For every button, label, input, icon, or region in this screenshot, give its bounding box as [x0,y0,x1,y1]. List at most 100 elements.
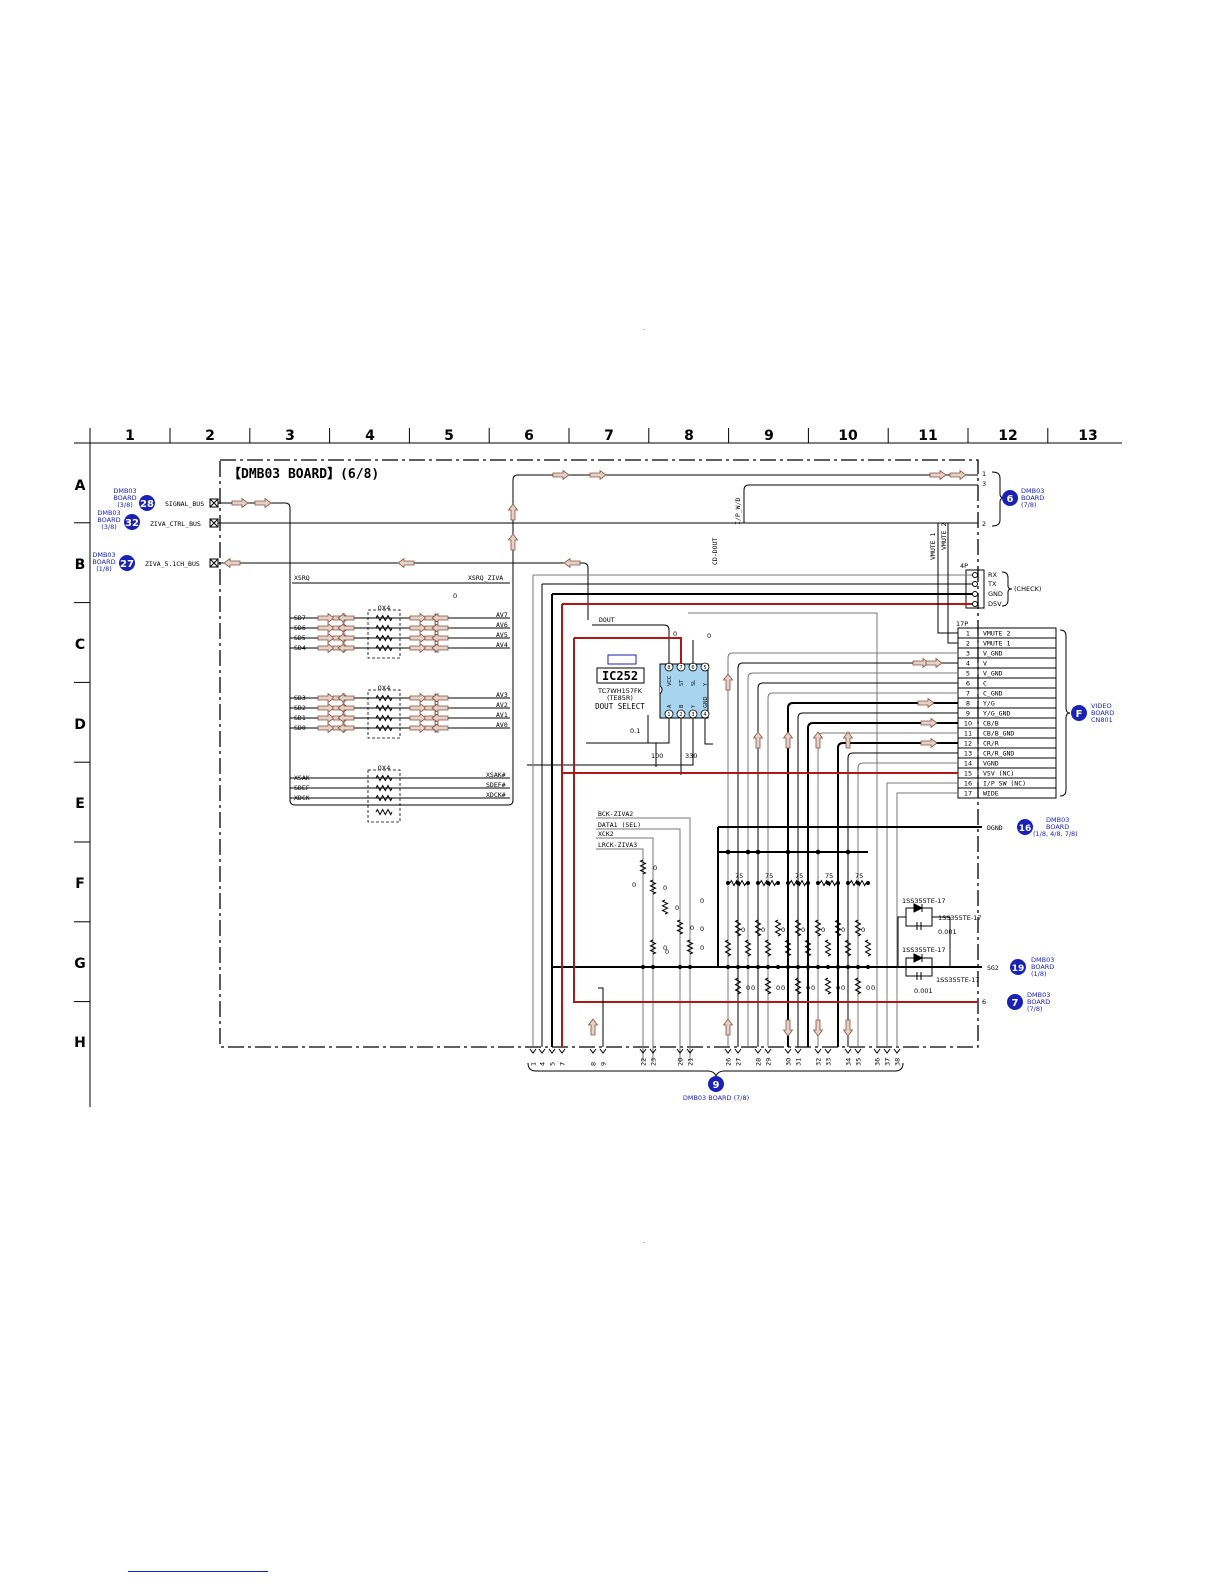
ic-body [659,663,709,719]
diode-part: 1SS355TE-17 [902,897,946,905]
right-connector-F: F VIDEO BOARD CN801 [1071,702,1114,724]
check-pin: D5V [988,600,1002,608]
connector-board-label: (1/8) [96,565,112,573]
resistor-value: 100 [651,752,663,760]
column-label: 4 [365,428,375,444]
resistor-value: 0 [653,864,657,872]
resistor-value: 0 [665,948,669,956]
pin-number: 2 [982,520,986,528]
right-connector-19: 19 DMB03 BOARD (1/8) [1010,956,1054,978]
dgnd-bus: DGND [717,824,1003,967]
connector-number: 32 [125,518,139,529]
check-label: (CHECK) [1014,585,1041,593]
connector-board-label: BOARD [1091,709,1114,717]
ic-wires [527,612,878,1047]
connector-badge [1002,490,1018,506]
resistor-value: 75 [825,872,833,880]
resistor-value: 0 [841,926,845,934]
audio-signal-label: XCK2 [598,830,614,838]
connector-board-label: BOARD [92,558,115,566]
connector-board-label: BOARD [1021,494,1044,502]
audio-signal-label: BCK-ZIVA2 [598,810,633,818]
check-connector: 4P RX TX GND D5V (CHECK) [960,562,1041,609]
cd-dout-label: CD-DOUT [711,538,719,565]
cn-pin-number: 1 [966,630,970,638]
bottom-pin-number: 5 [549,1062,557,1066]
bottom-pin-number: 29 [765,1058,773,1066]
column-label: 13 [1078,428,1097,444]
connector-number: 28 [140,499,154,510]
left-connector-27: DMB03 BOARD (1/8) 27 ZIVA_5.1CH_BUS [92,551,219,573]
sg2-label: SG2 [987,964,999,972]
capacitor-value: 0.001 [914,987,933,995]
row-label: D [74,717,86,733]
bottom-pin-number: 1 [530,1062,538,1066]
resistor-value: 0 [690,924,694,932]
resistor-value: 0 [801,926,805,934]
bottom-pin-number: 23 [650,1058,658,1066]
resistor-value: 0 [811,984,815,992]
left-connector-32: DMB03 BOARD (3/8) 32 ZIVA_CTRL_BUS [97,509,219,531]
bottom-pin-number: 4 [539,1062,547,1066]
connector-board-label: DMB03 [1046,816,1069,824]
bottom-connector-9: 9 DMB03 BOARD (7/8) [683,1076,749,1102]
connector-board-label: DMB03 [1021,487,1044,495]
row-label: H [74,1035,86,1051]
av-label: AV1 [496,711,508,719]
av-label: AV0 [496,721,508,729]
bottom-pin-number: 35 [855,1058,863,1066]
connector-badge [139,495,155,511]
board-title: 【DMB03 BOARD】(6/8) [228,466,379,482]
cn-wires [562,523,958,1047]
bottom-pin-number: 32 [815,1058,823,1066]
connector-board-label: BOARD [97,516,120,524]
connector-badge [1010,959,1026,975]
cn-pin-name: VGND [983,760,999,768]
pin-number: 6 [982,998,986,1006]
cn-pin-number: 17 [964,790,972,798]
ic-pin: 6 [691,665,694,671]
footer-link-line [128,1571,268,1572]
bottom-pin-number: 9 [600,1062,608,1066]
column-label: 11 [918,428,937,444]
connector-number: F [1076,709,1083,720]
capacitor-value: 0.1 [630,727,640,735]
cn-pin-name: VMUTE 2 [983,630,1010,638]
cn-pin-name: CR/R_GND [983,750,1014,758]
connector-board-label: VIDEO [1091,702,1112,710]
right-connector-16: 16 DMB03 BOARD (1/8, 4/8, 7/8) [1017,816,1078,838]
vmute1-label: VMUTE 1 [929,533,937,560]
check-wires [533,574,972,605]
cn-pin-number: 4 [966,660,970,668]
ic-part-number: TC7WH157FK [597,687,643,695]
connector-number: 7 [1012,998,1019,1009]
connector-badge [1071,705,1087,721]
pin-number: 3 [982,480,986,488]
bottom-pin-number: 36 [874,1058,882,1066]
cn-pin-number: 11 [964,730,972,738]
av-label: AV7 [496,611,508,619]
check-pin: RX [988,571,998,579]
connector-board-label: (3/8) [101,523,117,531]
cn-pin-number: 15 [964,770,972,778]
page-mark-bottom: . [643,1237,645,1245]
bottom-pin-number: 7 [559,1062,567,1066]
diode-pair-lower: 1SS355TE-17 1SS355TE-17 0.001 [902,946,980,995]
resistor-value: 0 [741,926,745,934]
column-label: 6 [524,428,534,444]
resistor-value: 0 [707,632,711,640]
av-label: AV5 [496,631,508,639]
row-label: F [75,876,85,892]
bus-wires [218,469,978,806]
left-connector-28: DMB03 BOARD (3/8) 28 SIGNAL_BUS [113,487,219,511]
cn-pin-name: CB/B [983,720,999,728]
pin-number: 1 [982,470,986,478]
resistor-value: 0 [663,884,667,892]
connector-board-label: BOARD [113,494,136,502]
resistor-value: 75 [735,872,743,880]
ic-pin-name: Y [691,704,697,709]
ic-pin: 4 [703,712,706,718]
resistor-value: 0 [700,925,704,933]
grid-frame [74,428,1122,1107]
cn-pin-number: 2 [966,640,970,648]
